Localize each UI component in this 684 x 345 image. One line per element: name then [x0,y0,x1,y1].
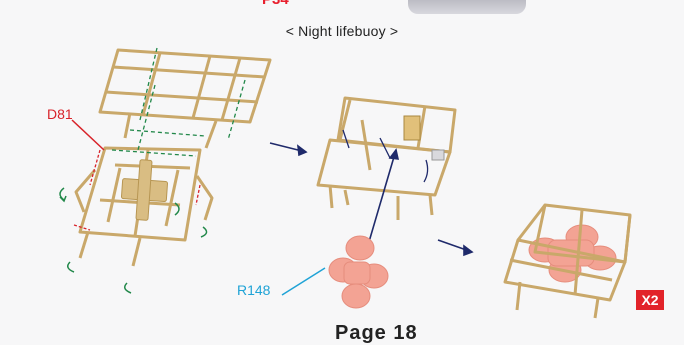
r148-leader-line [282,268,325,295]
photo-etch-fret [76,50,270,266]
d81-leader-line [72,120,104,150]
r148-callout-label: R148 [237,282,270,298]
instruction-page: P34 < Night lifebuoy > [0,0,684,335]
fold-lines [112,48,245,156]
assembly-illustration [0,0,684,335]
folded-clip [404,116,444,160]
etched-detail [121,160,167,221]
page-number: Page 18 [335,322,418,345]
quantity-badge: X2 [636,290,664,310]
resin-lifebuoy-part [329,236,388,308]
completed-lifebuoy-rack [505,205,630,318]
d81-callout-label: D81 [47,106,73,122]
